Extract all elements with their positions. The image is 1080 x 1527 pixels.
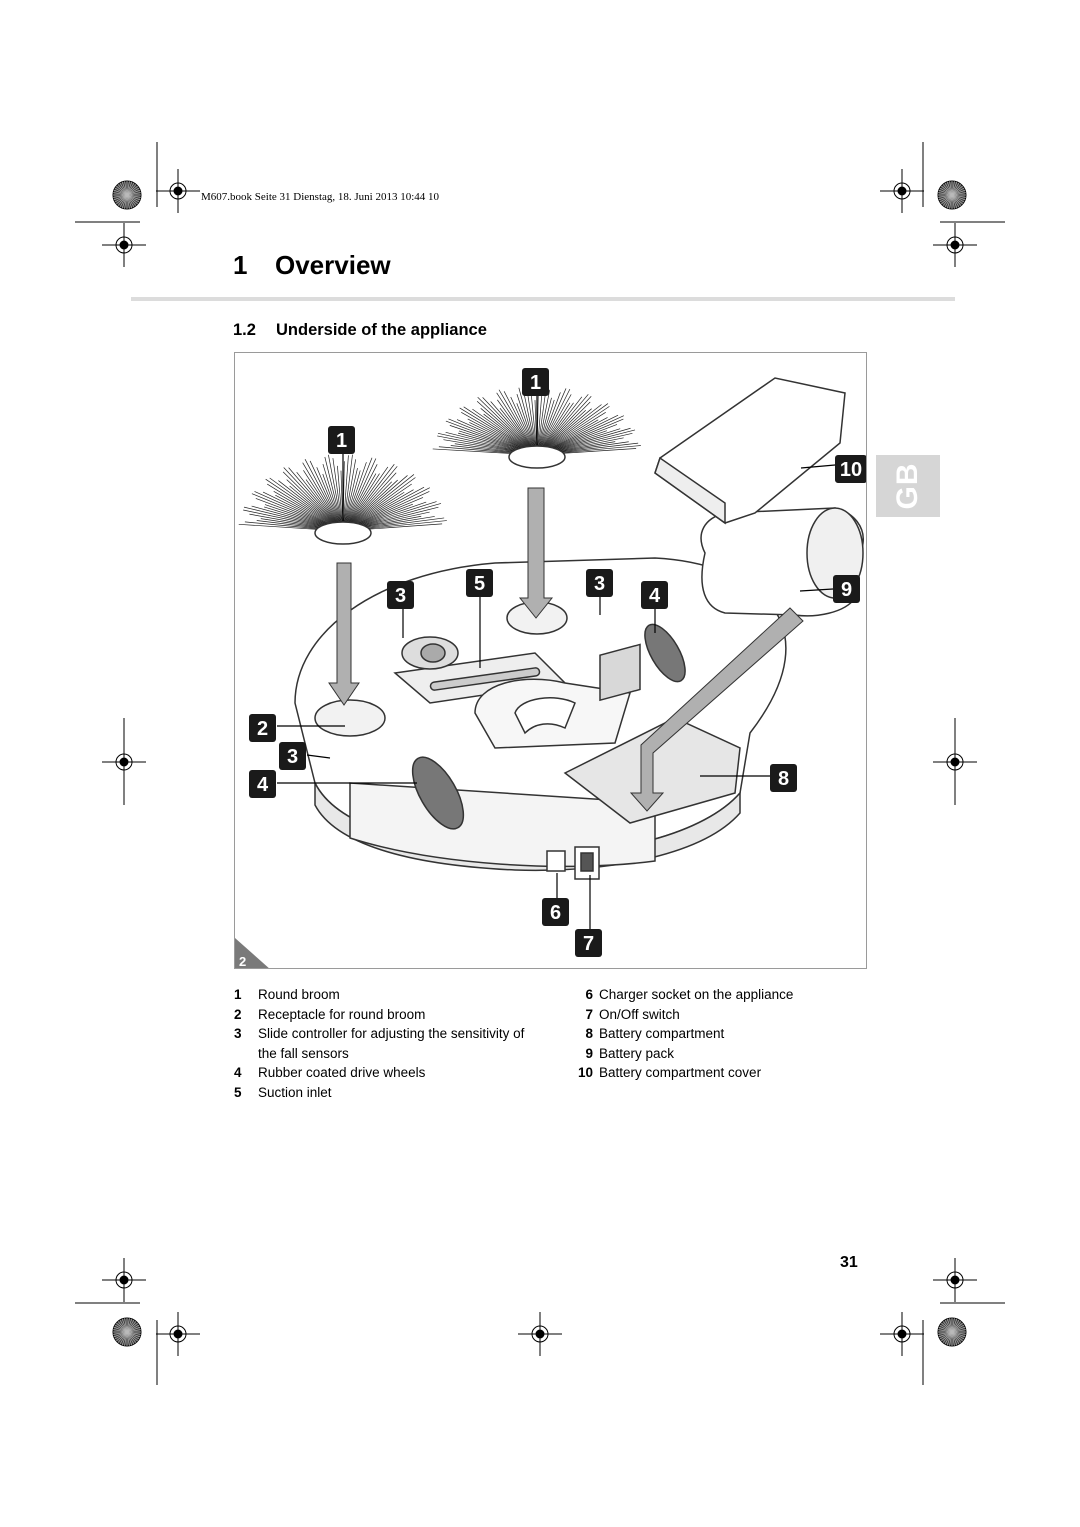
chapter-number: 1 (233, 250, 248, 280)
callout-2: 2 (249, 714, 276, 742)
legend-item-number: 3 (234, 1026, 242, 1042)
legend-item-number: 5 (234, 1084, 242, 1100)
section-title: Underside of the appliance (276, 321, 487, 339)
callout-5: 5 (466, 569, 493, 597)
legend-item-number: 8 (585, 1026, 593, 1042)
legend-item: 7 On/Off switch (575, 1005, 875, 1025)
legend-item-text: Suction inlet (258, 1084, 332, 1100)
callout-label: 4 (649, 585, 661, 607)
callout-label: 5 (474, 573, 485, 595)
section-heading: 1.2 Underside of the appliance (233, 321, 487, 340)
callout-6: 6 (542, 898, 569, 926)
legend-right: 6 Charger socket on the appliance 7 On/Off … (575, 985, 875, 1083)
legend-item: 1 Round broom (234, 985, 534, 1005)
legend-item-text: Battery compartment (599, 1026, 725, 1042)
callout-3: 3 (586, 569, 613, 597)
legend-item-number: 4 (234, 1065, 242, 1081)
legend-item-text: Round broom (258, 987, 340, 1002)
page-number: 31 (840, 1254, 858, 1271)
language-tab-label: GB (891, 462, 924, 510)
callout-1: 1 (522, 368, 549, 396)
chapter-title: Overview (275, 250, 391, 280)
chapter-heading: 1 Overview (233, 250, 391, 281)
callout-7: 7 (575, 929, 602, 957)
legend-item-text: Rubber coated drive wheels (258, 1065, 426, 1081)
callout-label: 2 (257, 718, 268, 740)
legend-item-number: 7 (585, 1006, 593, 1022)
legend-left: 1 Round broom 2 Receptacle for round broom 3… (234, 985, 534, 1102)
legend-item-number: 9 (585, 1045, 593, 1061)
callout-3: 3 (387, 581, 414, 609)
callout-label: 3 (395, 585, 406, 607)
callout-label: 3 (594, 573, 605, 595)
legend-item: 8 Battery compartment (575, 1024, 875, 1044)
callout-label: 7 (583, 933, 594, 955)
legend-item-number: 6 (585, 987, 593, 1002)
legend-item-text: On/Off switch (599, 1006, 680, 1022)
language-tab: GB (876, 455, 940, 517)
heading-rule (131, 297, 955, 301)
callout-1: 1 (328, 426, 355, 454)
legend-item: 6 Charger socket on the appliance (575, 985, 875, 1005)
legend-item-text: Charger socket on the appliance (599, 987, 794, 1002)
callout-label: 9 (841, 579, 852, 601)
callout-label: 8 (778, 768, 789, 790)
legend-item-number: 2 (234, 1006, 242, 1022)
figure-number-label: 2 (239, 954, 246, 969)
callout-label: 6 (550, 902, 561, 924)
callout-label: 1 (336, 430, 347, 452)
callout-label: 10 (840, 459, 862, 481)
callout-9: 9 (833, 575, 860, 603)
legend-item: 10 Battery compartment cover (575, 1063, 875, 1083)
legend-item-number: 10 (577, 1065, 593, 1081)
legend-item-text: Battery pack (599, 1045, 675, 1061)
legend-item: 5 Suction inlet (234, 1083, 534, 1103)
callout-10: 10 (835, 455, 866, 483)
legend-item-text: Battery compartment cover (599, 1065, 762, 1081)
callout-3: 3 (279, 742, 306, 770)
legend-item: 4 Rubber coated drive wheels (234, 1063, 534, 1083)
callout-4: 4 (249, 770, 276, 798)
callout-4: 4 (641, 581, 668, 609)
legend-item: 9 Battery pack (575, 1044, 875, 1064)
print-header-note: M607.book Seite 31 Dienstag, 18. Juni 20… (201, 191, 440, 203)
callout-label: 1 (530, 372, 541, 394)
callout-label: 3 (287, 746, 298, 768)
legend-item: 2 Receptacle for round broom (234, 1005, 534, 1025)
legend-item-number: 1 (234, 987, 242, 1002)
callout-8: 8 (770, 764, 797, 792)
legend-item-text: Slide controller for adjusting the sensi… (258, 1026, 525, 1061)
legend-item: 3 Slide controller for adjusting the sens… (234, 1024, 534, 1063)
legend-item-text: Receptacle for round broom (258, 1006, 426, 1022)
figure-corner (235, 938, 269, 968)
section-number: 1.2 (233, 321, 256, 339)
callout-label: 4 (257, 774, 269, 796)
